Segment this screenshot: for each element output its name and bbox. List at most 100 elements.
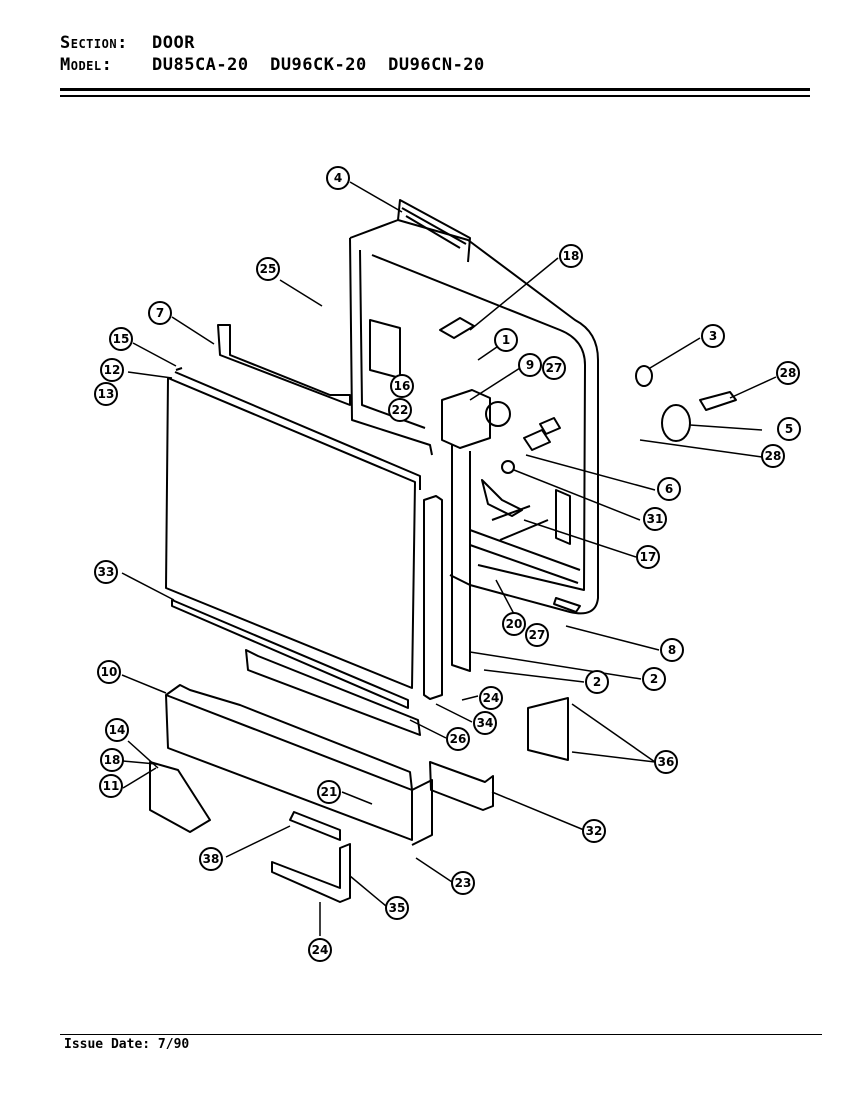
callout-number: 17 xyxy=(640,550,657,564)
callout-number: 31 xyxy=(647,512,664,526)
callout-number: 26 xyxy=(450,732,467,746)
callout-circle xyxy=(388,398,412,422)
model-line: Model: DU85CA-20 DU96CK-20 DU96CN-20 xyxy=(60,54,820,76)
callout-number: 9 xyxy=(526,358,534,372)
callout-number: 18 xyxy=(104,753,121,767)
callout-circle xyxy=(94,382,118,406)
callout-circle xyxy=(308,938,332,962)
callout-number: 5 xyxy=(785,422,793,436)
callout-circle xyxy=(657,477,681,501)
callout-number: 38 xyxy=(203,852,220,866)
callout-circle xyxy=(97,660,121,684)
callout-circle xyxy=(99,774,123,798)
callout-number: 11 xyxy=(103,779,120,793)
callout-number: 27 xyxy=(546,361,563,375)
header-rule-secondary xyxy=(60,95,810,97)
header-rule xyxy=(60,88,810,91)
callout-circle xyxy=(542,356,566,380)
callout-circle xyxy=(446,727,470,751)
kick-panel xyxy=(245,649,421,736)
callout-number: 7 xyxy=(156,306,164,320)
callout-number: 1 xyxy=(502,333,510,347)
callout-number: 24 xyxy=(483,691,500,705)
footer-rule xyxy=(60,1034,822,1035)
callout-circle xyxy=(585,670,609,694)
callout-circle xyxy=(100,748,124,772)
callout-number: 2 xyxy=(650,672,658,686)
handle-28 xyxy=(699,391,737,411)
callout-number: 14 xyxy=(109,723,126,737)
callout-number: 28 xyxy=(765,449,782,463)
callout-circle xyxy=(109,327,133,351)
callout-number: 21 xyxy=(321,785,338,799)
side-bracket-34 xyxy=(423,495,443,700)
dial-5 xyxy=(661,404,691,442)
callout-number: 33 xyxy=(98,565,115,579)
callout-circle xyxy=(94,560,118,584)
callout-number: 6 xyxy=(665,482,673,496)
callout-circle xyxy=(660,638,684,662)
callout-number: 25 xyxy=(260,262,277,276)
callout-circle xyxy=(502,612,526,636)
callout-number: 35 xyxy=(389,901,406,915)
callout-circle xyxy=(643,507,667,531)
callout-number: 18 xyxy=(563,249,580,263)
callout-circle xyxy=(199,847,223,871)
callout-circle xyxy=(148,301,172,325)
section-label: Section: xyxy=(60,33,128,53)
callout-number: 3 xyxy=(709,329,717,343)
model-values: DU85CA-20 DU96CK-20 DU96CN-20 xyxy=(152,55,485,75)
callout-number: 2 xyxy=(593,675,601,689)
bracket-35 xyxy=(271,843,351,903)
callout-circle xyxy=(642,667,666,691)
callout-circle xyxy=(494,328,518,352)
issue-date: Issue Date: 7/90 xyxy=(64,1037,190,1052)
callout-number: 10 xyxy=(101,665,118,679)
callout-number: 8 xyxy=(668,643,676,657)
callout-number: 15 xyxy=(113,332,130,346)
callout-number: 28 xyxy=(780,366,797,380)
callout-circle xyxy=(776,361,800,385)
section-line: Section: DOOR xyxy=(60,32,820,54)
callout-number: 36 xyxy=(658,755,675,769)
callout-circle xyxy=(100,358,124,382)
panel-part-7 xyxy=(217,324,351,406)
leader-lines xyxy=(121,181,777,936)
callout-circle xyxy=(761,444,785,468)
model-label: Model: xyxy=(60,55,113,75)
callout-circle xyxy=(479,686,503,710)
latch-column xyxy=(441,389,523,672)
callout-number: 20 xyxy=(506,617,523,631)
knob-3 xyxy=(635,365,653,387)
callout-number: 4 xyxy=(334,171,342,185)
callout-number: 27 xyxy=(529,628,546,642)
section-value: DOOR xyxy=(152,33,195,53)
callout-number: 12 xyxy=(104,363,121,377)
callout-number: 16 xyxy=(394,379,411,393)
callout-circle xyxy=(559,244,583,268)
callout-circle xyxy=(525,623,549,647)
callout-circle xyxy=(636,545,660,569)
callout-circle xyxy=(654,750,678,774)
callout-number: 13 xyxy=(98,387,115,401)
callout-circle xyxy=(473,711,497,735)
diagram-header: Section: DOOR Model: DU85CA-20 DU96CK-20 D… xyxy=(60,32,820,76)
callout-circle xyxy=(390,374,414,398)
callout-number: 23 xyxy=(455,876,472,890)
callout-circle xyxy=(518,353,542,377)
callout-number: 32 xyxy=(586,824,603,838)
gasket-piece-14 xyxy=(149,761,211,833)
callout-circle xyxy=(326,166,350,190)
cover-36 xyxy=(527,697,569,761)
callout-circle xyxy=(582,819,606,843)
callout-circle xyxy=(451,871,475,895)
callout-number: 22 xyxy=(392,403,409,417)
callout-circle xyxy=(385,896,409,920)
bracket-38 xyxy=(289,811,341,841)
callout-circle xyxy=(256,257,280,281)
callout-circle xyxy=(105,718,129,742)
callout-circle xyxy=(701,324,725,348)
callout-number: 34 xyxy=(477,716,494,730)
